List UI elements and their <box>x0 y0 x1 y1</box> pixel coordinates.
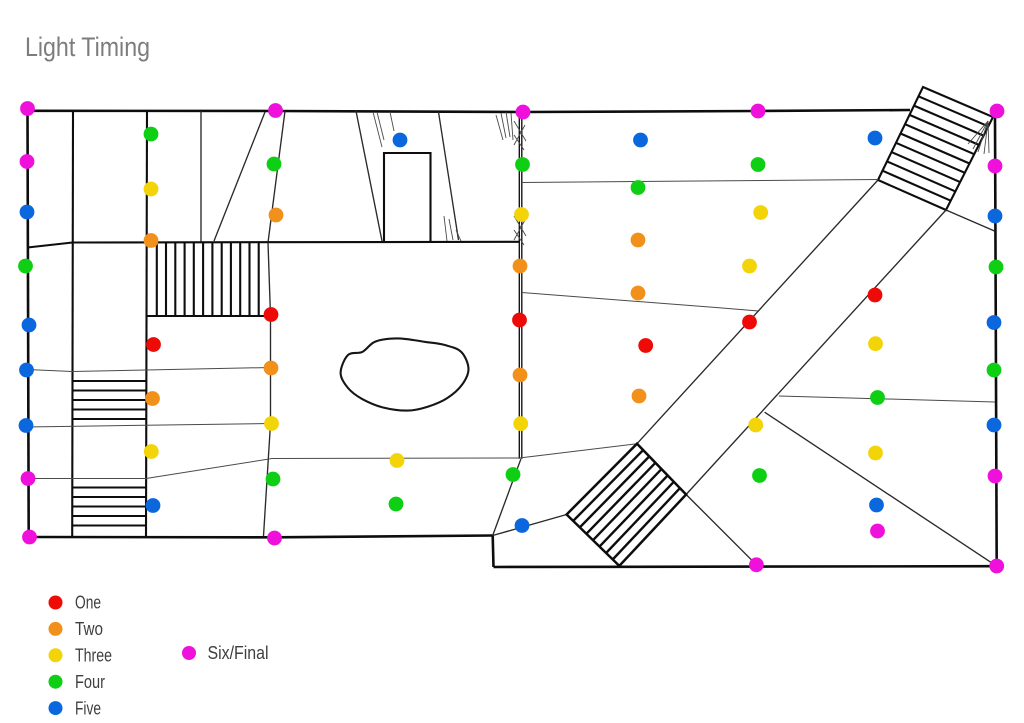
svg-text:Three: Three <box>75 646 112 666</box>
svg-text:Five: Five <box>75 698 101 718</box>
svg-text:Four: Four <box>75 672 105 692</box>
svg-text:One: One <box>75 593 101 613</box>
svg-text:Two: Two <box>75 619 103 639</box>
svg-text:Six/Final: Six/Final <box>208 643 269 663</box>
svg-text:Light Timing: Light Timing <box>25 32 150 62</box>
